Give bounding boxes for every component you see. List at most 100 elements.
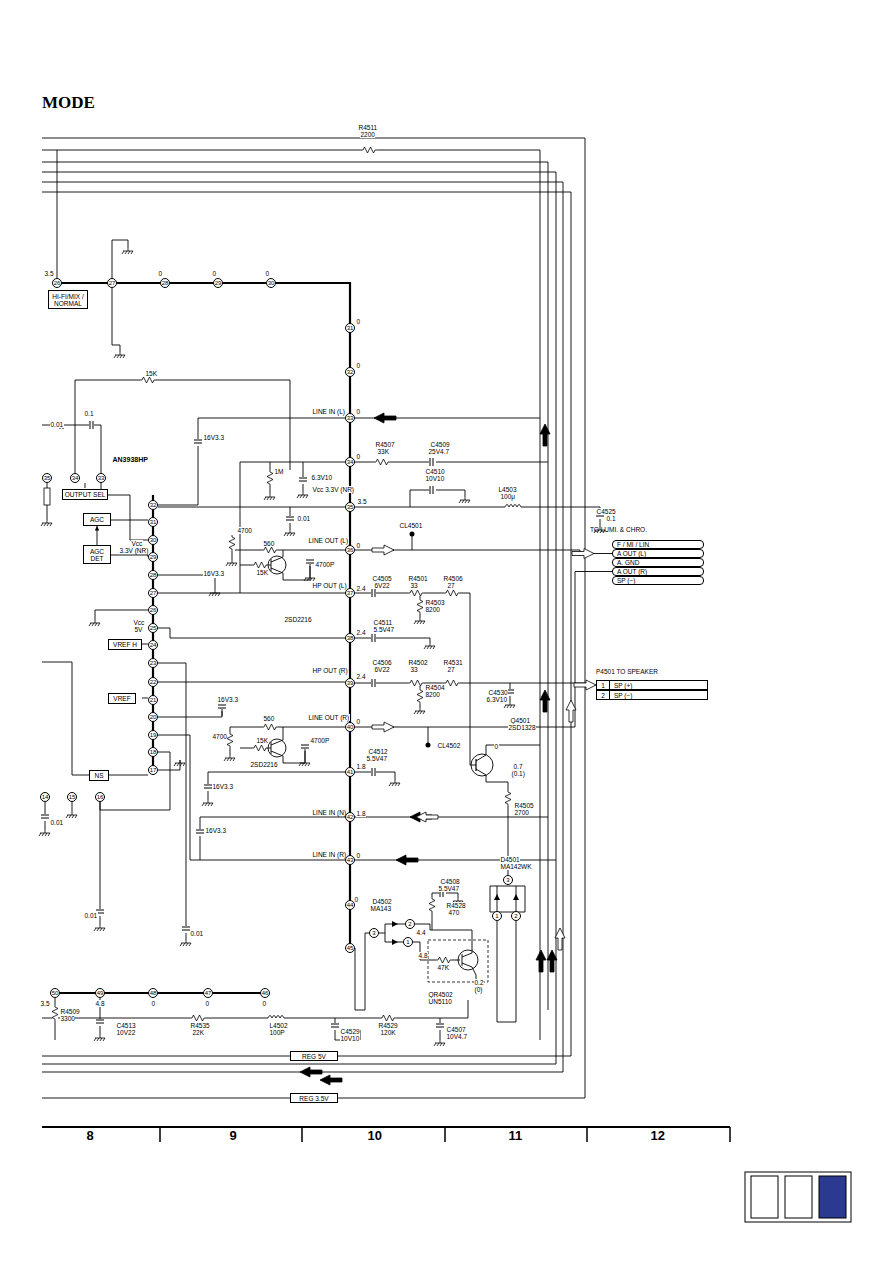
pin-number: 39 [345, 678, 355, 688]
pin-number: 27 [148, 588, 158, 598]
pin-number: 43 [345, 855, 355, 865]
pin-number: 1 [403, 937, 413, 947]
component-label: (0.1) [511, 770, 525, 777]
function-box: AGC [83, 513, 111, 526]
component-label: 5.5V47 [373, 626, 395, 633]
connector-block: P4501 TO SPEAKER1SP (+)2SP (−) [596, 668, 708, 701]
pin-number: 36 [345, 545, 355, 555]
component-label: 120K [380, 1029, 396, 1036]
component-label: R4501 [408, 575, 428, 582]
component-label: 2.4 [356, 629, 366, 636]
pin-number: 2 [405, 919, 415, 929]
node-text: F / MI / LIN [617, 541, 649, 548]
component-label: C4510 [425, 468, 445, 475]
component-label: C4509 [430, 441, 450, 448]
component-label: MA143 [370, 905, 392, 912]
grid-number: 12 [650, 1129, 665, 1143]
pin-number: 28 [160, 278, 170, 288]
signal-arrows [300, 413, 596, 1085]
component-label: 0 [158, 270, 163, 277]
block-heading: P4501 TO SPEAKER [596, 668, 658, 675]
component-label: 3.5 [44, 270, 54, 277]
component-label: R4531 [443, 659, 463, 666]
pin-number: 14 [40, 792, 50, 802]
connector-pin: F / MI / LIN [612, 540, 704, 549]
connector-pin: A OUT (R) [612, 567, 704, 576]
component-label: 0.2 [474, 979, 484, 986]
component-label: D4501 [500, 856, 520, 863]
component-label: 0.1 [84, 410, 94, 417]
component-label: LINE OUT (R) [308, 714, 350, 721]
component-label: R4529 [378, 1022, 398, 1029]
component-label: 27 [447, 582, 455, 589]
ic-name: AN3938HP [112, 456, 148, 463]
component-label: C4505 [372, 575, 392, 582]
pin-number: 23 [148, 658, 158, 668]
component-label: 0 [356, 318, 361, 325]
component-label: 25V4.7 [428, 448, 450, 455]
component-label: UN5110 [428, 998, 452, 1005]
node-text: OUTPUT SEL [65, 491, 106, 498]
pin-number: 40 [345, 722, 355, 732]
component-label: 0.01 [50, 421, 64, 428]
component-label: 0 [356, 718, 361, 725]
component-label: 6.3V10 [486, 696, 508, 703]
grid-number: 11 [508, 1129, 523, 1143]
component-label: 0.01 [297, 515, 311, 522]
component-label: MA142WK [500, 863, 532, 870]
component-label: 3.3V (NR) [119, 547, 149, 554]
component-label: 1.8 [356, 763, 366, 770]
component-label: R4528 [446, 902, 466, 909]
component-label: 16V3.3 [203, 570, 225, 577]
component-label: 6.3V10 [311, 474, 333, 481]
component-label: R4502 [408, 659, 428, 666]
node-text: REG 3.5V [299, 1095, 328, 1102]
pin-number: 20 [148, 712, 158, 722]
component-label: R4506 [443, 575, 463, 582]
component-label: LINE IN (R) [312, 851, 347, 858]
component-label: 4.4 [416, 929, 426, 936]
connector-block: TO LUMI. & CHRO.F / MI / LINA OUT (L)A. … [590, 526, 710, 586]
component-label: 2SD1328 [508, 724, 536, 731]
component-label: 0 [265, 270, 270, 277]
component-label: 33 [410, 582, 418, 589]
component-label: L4502 [269, 1022, 288, 1029]
pin-number: 32 [148, 500, 158, 510]
pin-number: 29 [213, 278, 223, 288]
component-label: 16V3.3 [205, 827, 227, 834]
component-label: 2SD2216 [250, 761, 278, 768]
component-label: C4525 [596, 508, 616, 515]
pin-number: 18 [148, 747, 158, 757]
component-label: 3.5 [357, 498, 367, 505]
component-label: 560 [263, 540, 275, 547]
component-label: 3300 [60, 1015, 75, 1022]
node-text: A OUT (L) [617, 550, 646, 557]
component-label: 0 [356, 408, 361, 415]
node-text: VREF [113, 695, 130, 702]
component-label: 10V22 [116, 1029, 136, 1036]
function-box: VREF [108, 693, 136, 704]
node-text: NS [94, 772, 103, 779]
pin-number: 49 [95, 988, 105, 998]
component-label: 5.5V47 [366, 755, 388, 762]
component-label: 0 [205, 1000, 210, 1007]
component-label: 4.8 [95, 1000, 105, 1007]
function-box: HI-FI/MIX / NORMAL [48, 290, 88, 309]
pin-number: 48 [148, 988, 158, 998]
component-label: 2.4 [356, 673, 366, 680]
component-label: 100μ [500, 493, 516, 500]
pin-number: 16 [95, 792, 105, 802]
supply-tag: REG 5V [290, 1051, 338, 1061]
pin-number: 28 [148, 570, 158, 580]
pin-number: 33 [345, 413, 355, 423]
component-label: C4530 [488, 689, 508, 696]
component-label: 4700 [212, 733, 227, 740]
component-label: 15K [256, 737, 269, 744]
function-box: AGC DET [83, 545, 111, 564]
function-box: NS [89, 770, 109, 781]
component-label: CL4501 [399, 522, 423, 529]
node-text: 2 [597, 691, 610, 699]
component-label: 0 [262, 1000, 267, 1007]
pin-number: 2 [511, 911, 521, 921]
